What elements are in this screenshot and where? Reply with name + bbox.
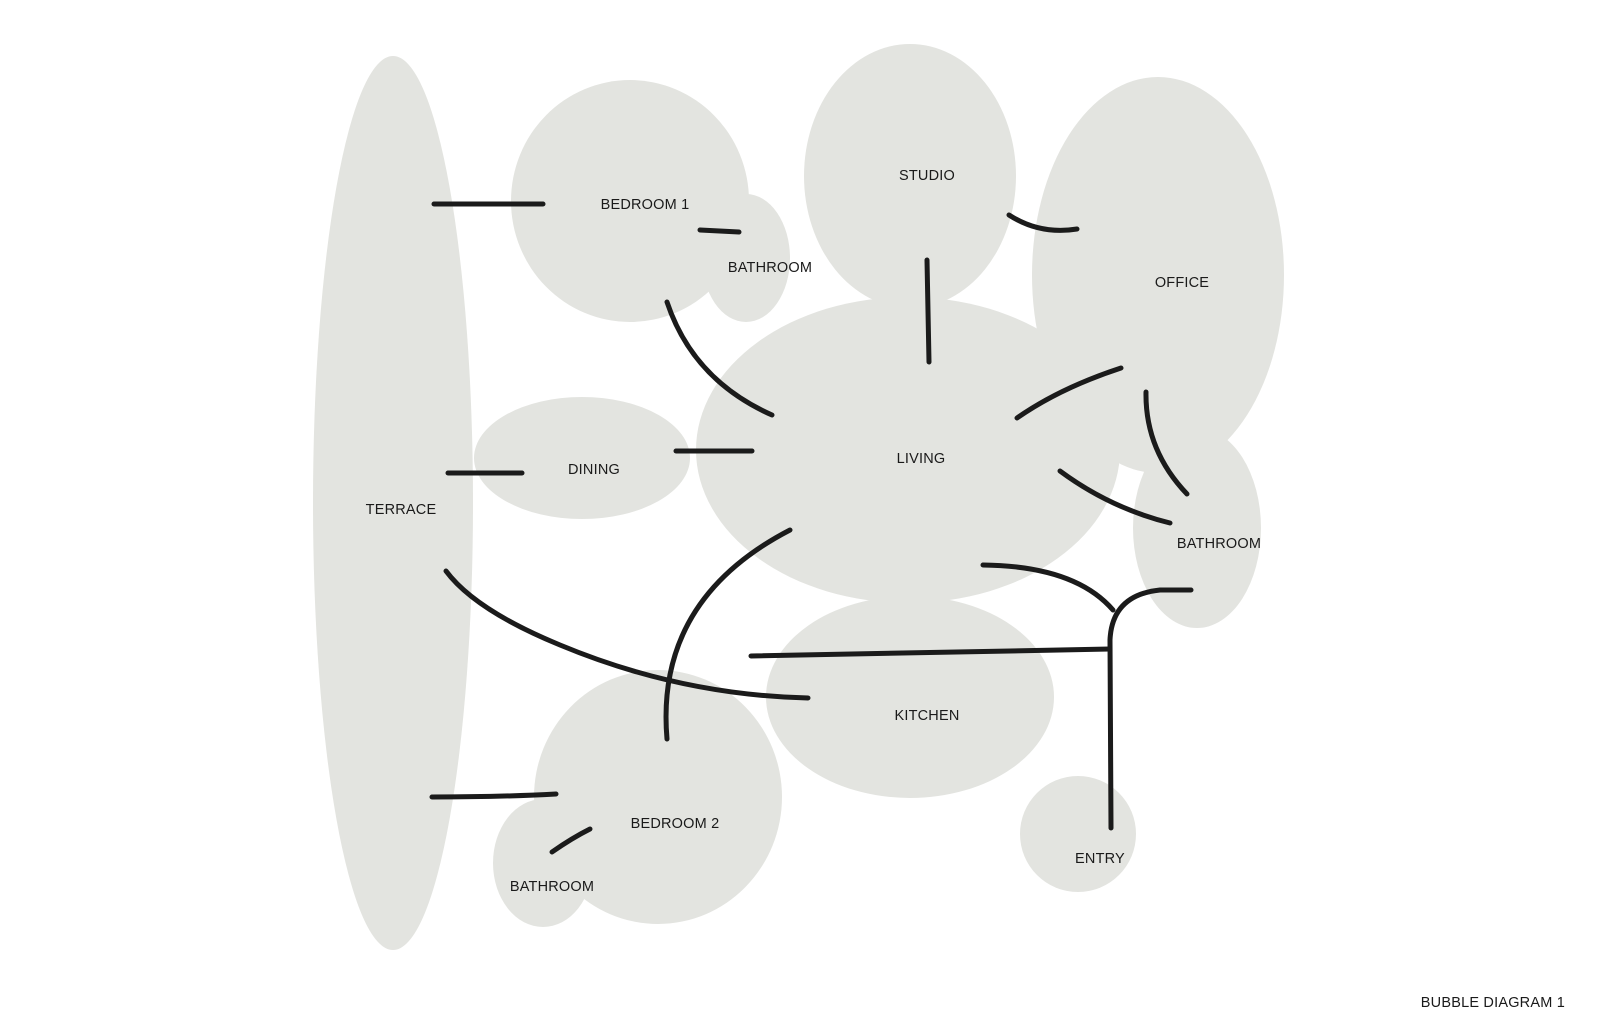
terrace-label: TERRACE xyxy=(366,502,437,518)
studio-bubble xyxy=(804,44,1016,308)
living-label: LIVING xyxy=(897,451,946,467)
bedroom2-bathroom-link xyxy=(549,826,593,855)
bathroom1-bubble xyxy=(702,194,790,322)
studio-living-link xyxy=(924,257,932,365)
bathroom3-bubble xyxy=(493,799,593,927)
bathroom3-label: BATHROOM xyxy=(510,879,594,895)
kitchen-entry-link xyxy=(748,646,1113,659)
studio-label: STUDIO xyxy=(899,168,955,184)
connections xyxy=(429,201,1194,855)
bedroom2-bubble xyxy=(534,670,782,924)
bedroom1-bathroom-link xyxy=(697,227,742,235)
office-bathroom-link xyxy=(1143,389,1190,497)
terrace-bedroom2-link xyxy=(429,791,559,800)
living-bathroom-link xyxy=(1057,468,1173,526)
bathroom2-label: BATHROOM xyxy=(1177,536,1261,552)
bedroom1-bubble xyxy=(511,80,749,322)
terrace-kitchen-link xyxy=(443,568,811,701)
diagram-caption: BUBBLE DIAGRAM 1 xyxy=(1421,995,1565,1011)
living-entry-link xyxy=(980,562,1116,613)
office-label: OFFICE xyxy=(1155,275,1209,291)
bedroom1-label: BEDROOM 1 xyxy=(601,197,690,213)
living-bubble xyxy=(696,297,1120,603)
bubbles xyxy=(313,44,1284,950)
room-labels: TERRACE BEDROOM 1 BATHROOM STUDIO OFFICE… xyxy=(366,168,1261,895)
bedroom2-label: BEDROOM 2 xyxy=(631,816,720,832)
living-bedroom2-link xyxy=(663,527,793,742)
office-bubble xyxy=(1032,77,1284,473)
bathroom1-label: BATHROOM xyxy=(728,260,812,276)
kitchen-bubble xyxy=(766,596,1054,798)
dining-label: DINING xyxy=(568,462,620,478)
bathroom2-bubble xyxy=(1133,428,1261,628)
dining-bubble xyxy=(474,397,690,519)
bedroom1-living-link xyxy=(664,299,775,418)
living-office-link xyxy=(1014,365,1124,421)
entry-hub-link xyxy=(1107,587,1194,831)
terrace-bubble xyxy=(313,56,473,950)
entry-bubble xyxy=(1020,776,1136,892)
entry-label: ENTRY xyxy=(1075,851,1125,867)
kitchen-label: KITCHEN xyxy=(894,708,959,724)
studio-office-link xyxy=(1006,212,1080,233)
